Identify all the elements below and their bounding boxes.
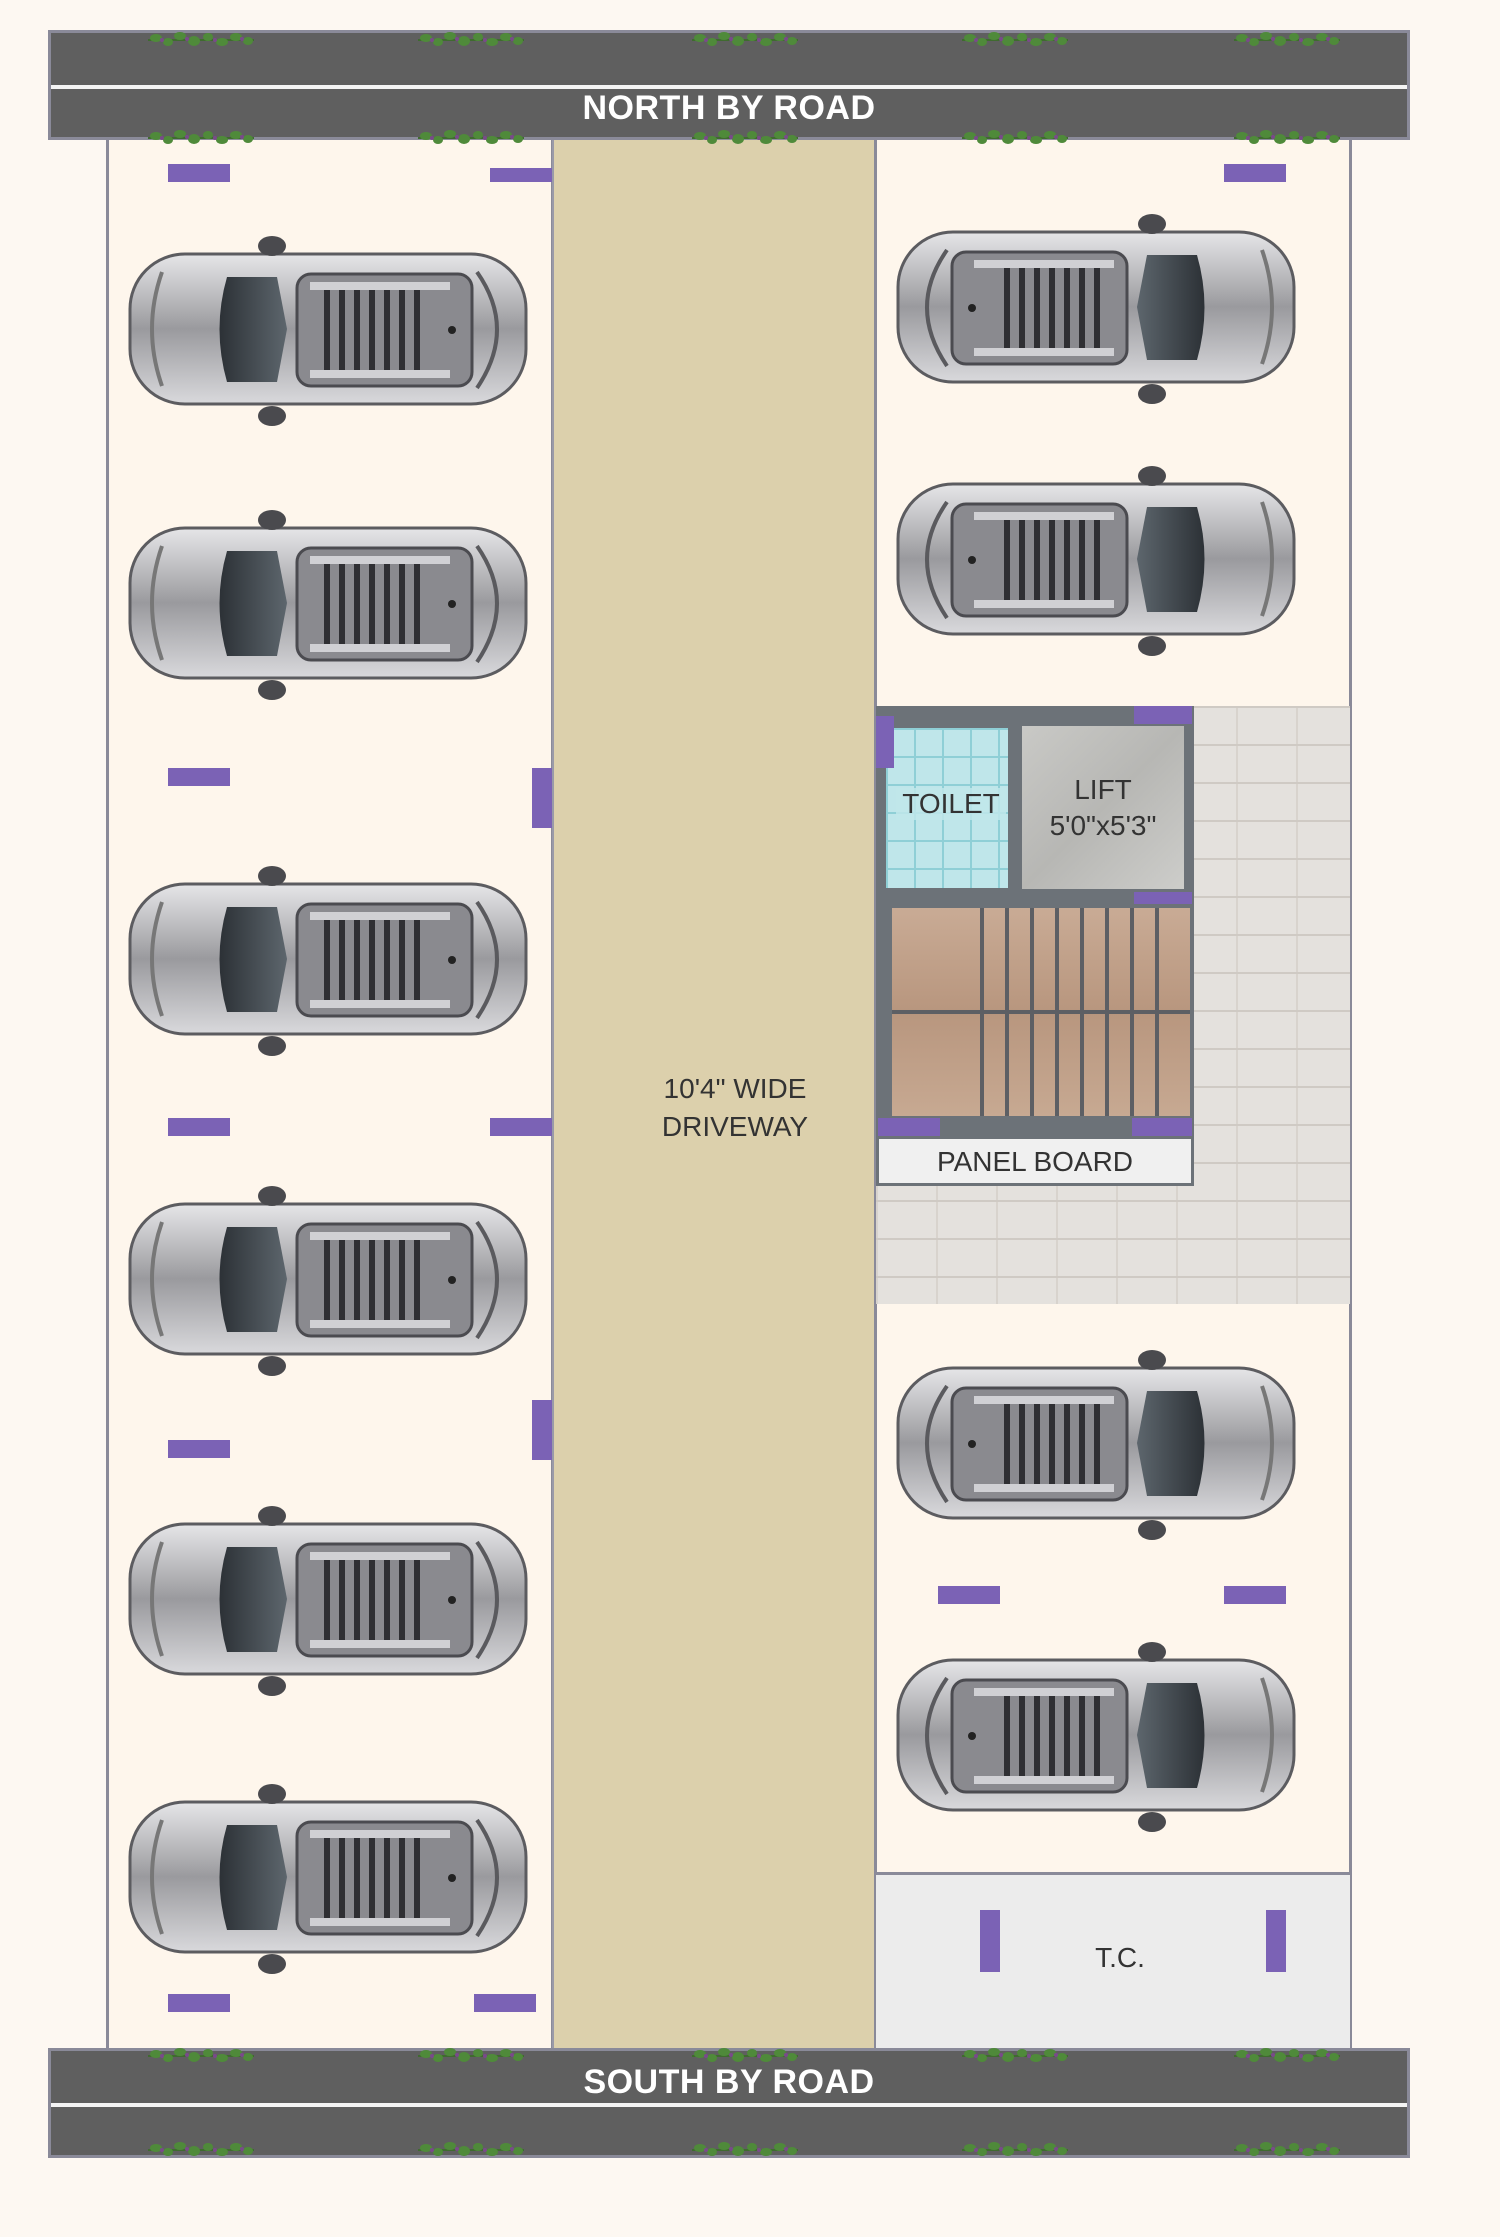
shrub-hedge-icon — [416, 128, 526, 146]
shrub-hedge-icon — [416, 2140, 526, 2158]
shrub-hedge-icon — [1232, 128, 1342, 146]
marker — [168, 164, 230, 182]
marker — [1134, 892, 1192, 904]
panel-board — [876, 1136, 1194, 1186]
marker — [168, 768, 230, 786]
left-parking-bay — [106, 140, 554, 2050]
south-road-label: SOUTH BY ROAD — [583, 2063, 875, 2101]
shrub-hedge-icon — [146, 128, 256, 146]
car-top-view-icon — [122, 1502, 532, 1700]
car-top-view-icon — [892, 1638, 1302, 1836]
marker — [878, 1118, 940, 1136]
lift-shaft — [1022, 726, 1184, 889]
marker — [1134, 706, 1192, 724]
driveway-name-label: DRIVEWAY — [661, 1111, 809, 1142]
shrub-hedge-icon — [416, 30, 526, 48]
shrub-hedge-icon — [146, 2046, 256, 2064]
road-center-line — [51, 85, 1407, 89]
car-top-view-icon — [122, 862, 532, 1060]
car-top-view-icon — [892, 462, 1302, 660]
shrub-hedge-icon — [416, 2046, 526, 2064]
shrub-hedge-icon — [960, 2140, 1070, 2158]
shrub-hedge-icon — [960, 128, 1070, 146]
marker — [532, 1400, 552, 1460]
marker — [532, 768, 552, 828]
shrub-hedge-icon — [1232, 30, 1342, 48]
lift-size-label: 5'0"x5'3" — [1049, 810, 1157, 841]
shrub-hedge-icon — [1232, 2046, 1342, 2064]
marker — [1224, 1586, 1286, 1604]
car-top-view-icon — [892, 1346, 1302, 1544]
shrub-hedge-icon — [146, 2140, 256, 2158]
north-road: NORTH BY ROAD — [48, 30, 1410, 140]
tc-label: T.C. — [1095, 1942, 1145, 1973]
marker — [1224, 164, 1286, 182]
marker — [1266, 1910, 1286, 1972]
car-top-view-icon — [892, 210, 1302, 408]
marker — [490, 168, 552, 182]
driveway-width-label: 10'4" WIDE — [663, 1073, 807, 1104]
shrub-hedge-icon — [960, 30, 1070, 48]
marker — [168, 1440, 230, 1458]
panel-board-label: PANEL BOARD — [936, 1146, 1134, 1177]
car-top-view-icon — [122, 232, 532, 430]
lift-label: LIFT 5'0"x5'3" — [1022, 772, 1184, 844]
marker — [980, 1910, 1000, 1972]
marker — [938, 1586, 1000, 1604]
marker — [474, 1994, 536, 2012]
shrub-hedge-icon — [146, 30, 256, 48]
toilet-label: TOILET — [896, 788, 1006, 820]
shrub-hedge-icon — [1232, 2140, 1342, 2158]
shrub-hedge-icon — [690, 2046, 800, 2064]
car-top-view-icon — [122, 1182, 532, 1380]
shrub-hedge-icon — [690, 2140, 800, 2158]
marker — [168, 1118, 230, 1136]
driveway-label: 10'4" WIDE DRIVEWAY — [600, 1070, 870, 1146]
driveway — [552, 140, 876, 2050]
car-top-view-icon — [122, 1780, 532, 1978]
car-top-view-icon — [122, 506, 532, 704]
marker — [1132, 1118, 1192, 1136]
stair-steps — [892, 908, 1190, 1116]
shrub-hedge-icon — [690, 30, 800, 48]
north-road-label: NORTH BY ROAD — [582, 89, 876, 127]
south-road: SOUTH BY ROAD — [48, 2048, 1410, 2158]
road-center-line — [51, 2103, 1407, 2107]
marker — [876, 716, 894, 768]
shrub-hedge-icon — [690, 128, 800, 146]
shrub-hedge-icon — [960, 2046, 1070, 2064]
marker — [490, 1118, 552, 1136]
lift-name-label: LIFT — [1074, 774, 1132, 805]
marker — [168, 1994, 230, 2012]
